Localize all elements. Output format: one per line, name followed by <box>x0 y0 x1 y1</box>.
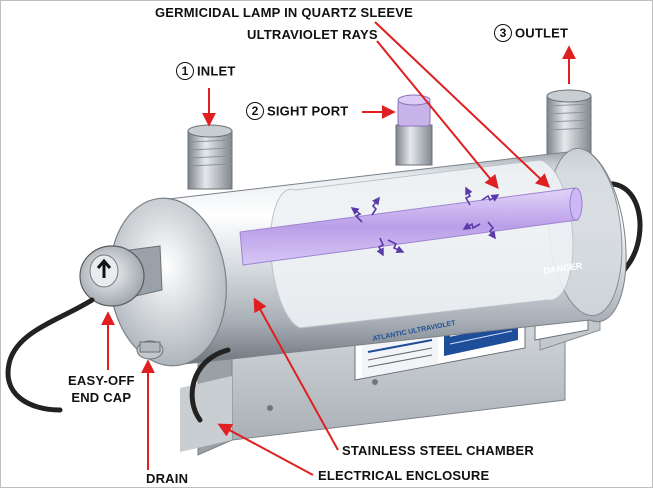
label-end-cap: EASY-OFF END CAP <box>68 372 135 406</box>
label-stainless-chamber: STAINLESS STEEL CHAMBER <box>342 443 534 458</box>
uv-rays <box>350 186 500 257</box>
inlet-pipe <box>187 124 233 190</box>
arrow-stainless <box>253 297 339 451</box>
callout-arrows <box>101 21 576 476</box>
easy-off-end-cap <box>79 245 163 307</box>
power-cord-base <box>189 347 231 423</box>
inlet-text: INLET <box>197 63 236 79</box>
label-germicidal-lamp: GERMICIDAL LAMP IN QUARTZ SLEEVE <box>155 5 413 20</box>
arrow-lamp <box>374 21 551 188</box>
drain-fitting <box>136 340 164 360</box>
arrow-enclosure <box>217 423 314 476</box>
outlet-number: 3 <box>494 24 512 42</box>
label-drain: DRAIN <box>146 471 189 486</box>
power-cord-left <box>5 297 95 413</box>
inlet-number: 1 <box>176 62 194 80</box>
germicidal-lamp <box>239 187 583 266</box>
label-ultraviolet-rays: ULTRAVIOLET RAYS <box>247 27 378 42</box>
end-cap-line1: EASY-OFF <box>68 373 135 388</box>
outlet-pipe <box>546 89 592 155</box>
label-electrical-enclosure: ELECTRICAL ENCLOSURE <box>318 468 490 483</box>
sight-port-text: SIGHT PORT <box>267 103 349 119</box>
arrow-uv-rays <box>376 40 499 190</box>
sight-port <box>395 94 433 166</box>
outlet-text: OUTLET <box>515 25 569 41</box>
end-cap-line2: END CAP <box>71 390 132 405</box>
sight-port-number: 2 <box>246 102 264 120</box>
